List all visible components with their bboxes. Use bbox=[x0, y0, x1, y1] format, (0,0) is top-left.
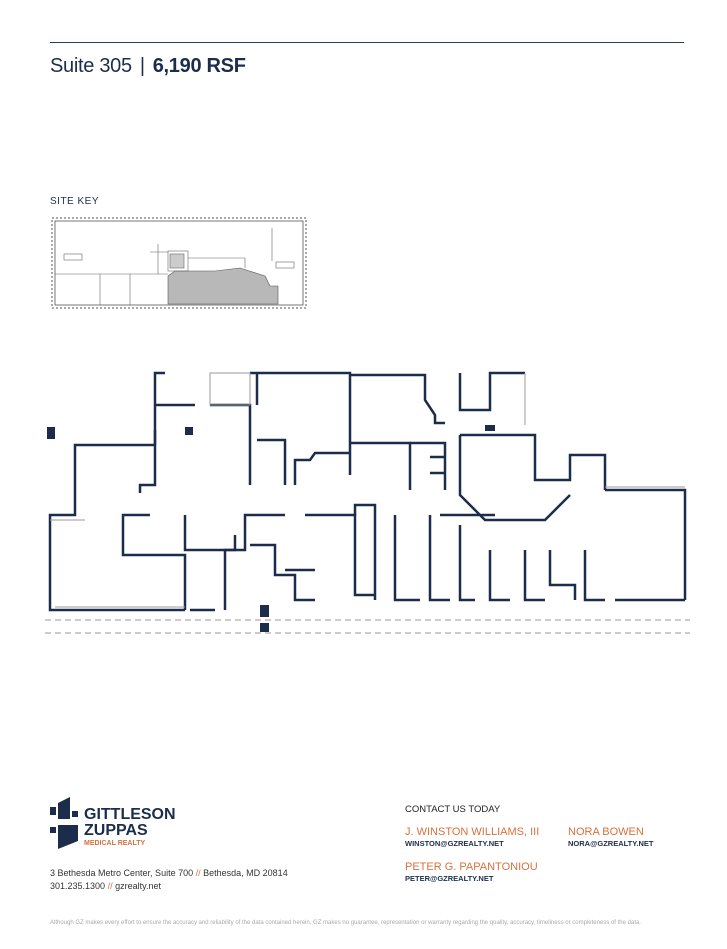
suite-name: Suite 305 bbox=[50, 55, 132, 77]
site-key-map bbox=[51, 217, 307, 309]
suite-area: 6,190 RSF bbox=[152, 55, 246, 77]
contact-person: J. WINSTON WILLIAMS, III WINSTON@GZREALT… bbox=[405, 826, 539, 848]
contact-name: J. WINSTON WILLIAMS, III bbox=[405, 826, 540, 838]
gz-logo-icon bbox=[50, 797, 78, 849]
floor-plan bbox=[45, 371, 690, 634]
disclaimer: Although GZ makes every effort to ensure… bbox=[50, 920, 641, 926]
phone: 301.235.1300 bbox=[50, 881, 106, 891]
top-rule bbox=[50, 42, 684, 43]
contact-person: NORA BOWEN NORA@GZREALTY.NET bbox=[568, 826, 654, 848]
brand-line-1: GITTLESON bbox=[84, 806, 176, 823]
contact-email[interactable]: PETER@GZREALTY.NET bbox=[405, 874, 494, 883]
contact-email[interactable]: NORA@GZREALTY.NET bbox=[568, 839, 654, 848]
city: Bethesda, MD 20814 bbox=[203, 868, 288, 878]
company-brand: GITTLESON ZUPPAS MEDICAL REALTY bbox=[84, 807, 176, 849]
company-address: 3 Bethesda Metro Center, Suite 700 // Be… bbox=[50, 867, 288, 893]
contact-name: PETER G. PAPANTONIOU bbox=[405, 861, 538, 873]
street-address: 3 Bethesda Metro Center, Suite 700 bbox=[50, 868, 194, 878]
contact-name: NORA BOWEN bbox=[568, 826, 644, 838]
page-title: Suite 305|6,190 RSF bbox=[50, 55, 246, 77]
brand-tagline: MEDICAL REALTY bbox=[84, 840, 146, 847]
contact-person: PETER G. PAPANTONIOU PETER@GZREALTY.NET bbox=[405, 861, 538, 883]
separator: // bbox=[107, 881, 113, 891]
website-link[interactable]: gzrealty.net bbox=[115, 881, 161, 891]
site-key-label: SITE KEY bbox=[50, 196, 100, 207]
brand-line-2: ZUPPAS bbox=[84, 822, 148, 839]
separator: // bbox=[195, 868, 201, 878]
contact-email[interactable]: WINSTON@GZREALTY.NET bbox=[405, 839, 504, 848]
contact-heading: CONTACT US TODAY bbox=[405, 804, 501, 815]
